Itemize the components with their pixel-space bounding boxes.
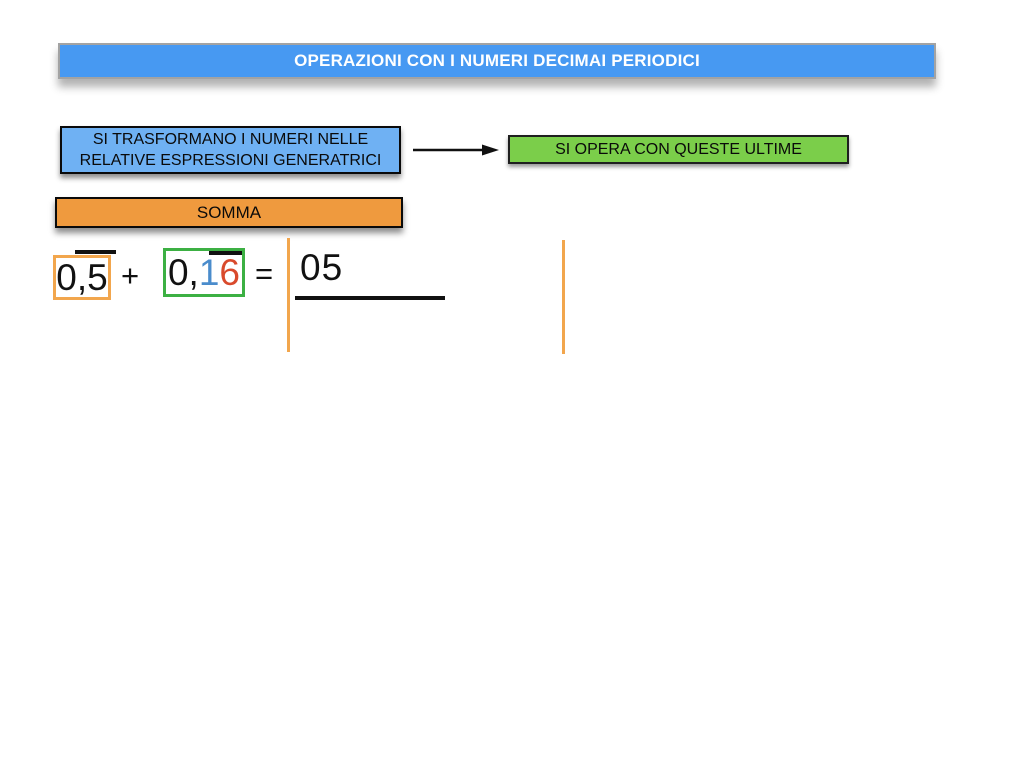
transform-rule-line1: SI TRASFORMANO I NUMERI NELLE: [92, 131, 369, 148]
fraction-bar: [295, 296, 445, 300]
operand2-period-digit: 6: [219, 252, 240, 293]
title-banner: OPERAZIONI CON I NUMERI DECIMAI PERIODIC…: [58, 43, 936, 79]
operation-label: SOMMA: [196, 202, 262, 222]
operand1-box: 0,5: [53, 255, 111, 300]
transform-rule-box: SI TRASFORMANO I NUMERI NELLE RELATIVE E…: [60, 126, 401, 174]
page-title: OPERAZIONI CON I NUMERI DECIMAI PERIODIC…: [294, 51, 700, 70]
guide-vline-right: [562, 240, 565, 354]
equals-sign: =: [255, 256, 274, 291]
operation-somma-box: SOMMA: [55, 197, 403, 228]
operand2-value: 0,16: [167, 252, 240, 293]
plus-sign: +: [121, 258, 140, 293]
result-numerator: 05: [300, 247, 344, 288]
operand2-box: 0,16: [163, 248, 245, 297]
transform-rule-line2: RELATIVE ESPRESSIONI GENERATRICI: [79, 152, 382, 169]
operand1-period-overline: [75, 250, 116, 254]
operand2-period-overline: [209, 251, 242, 255]
operand2-antiperiod-digit: 1: [198, 252, 220, 293]
operate-rule-label: SI OPERA CON QUESTE ULTIME: [555, 140, 802, 158]
right-arrow-icon: [413, 144, 499, 156]
operate-rule-box: SI OPERA CON QUESTE ULTIME: [508, 135, 849, 164]
operand1-value: 0,5: [56, 257, 108, 298]
guide-vline-left: [287, 238, 290, 352]
